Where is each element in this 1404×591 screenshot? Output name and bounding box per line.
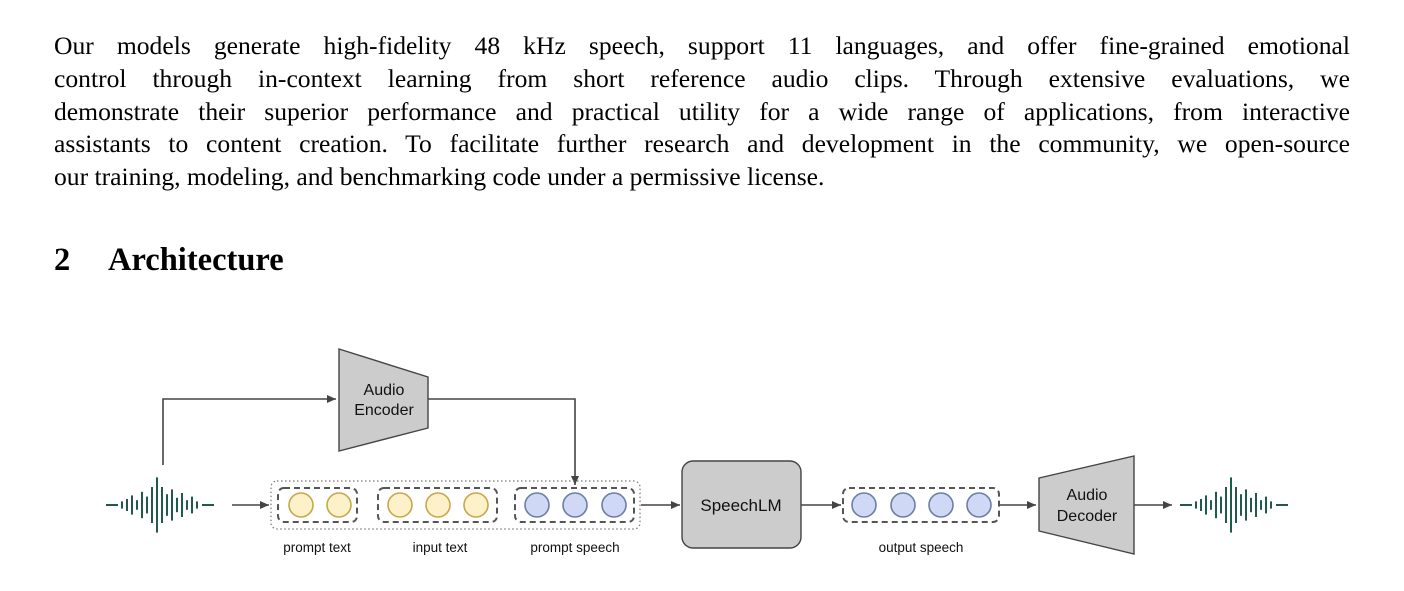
label-output-speech: output speech: [879, 540, 964, 555]
section-number: 2: [54, 242, 71, 278]
speech-token: [524, 492, 550, 518]
arrow-encoder-to-prompt-speech: [428, 398, 579, 485]
text-token: [463, 492, 489, 518]
speech-token: [562, 492, 588, 518]
architecture-figure: Audio Encoder prompt text input text pro…: [0, 300, 1404, 591]
speech-token: [966, 492, 992, 518]
waveform-input-icon: [106, 477, 214, 533]
waveform-output-icon: [1180, 477, 1288, 533]
speech-token: [890, 492, 916, 518]
text-token: [387, 492, 413, 518]
output-speech-group: [842, 487, 1000, 523]
section-heading: 2 Architecture: [54, 240, 284, 280]
speech-token: [601, 492, 627, 518]
paragraph-line: assistants to content creation. To facil…: [54, 129, 1350, 159]
input-token-container: [270, 480, 641, 530]
text-token: [326, 492, 352, 518]
speechlm-block: SpeechLM: [681, 460, 802, 549]
paragraph-line: control through in-context learning from…: [54, 63, 1350, 93]
label-prompt-speech: prompt speech: [530, 540, 619, 555]
paragraph-line: our training, modeling, and benchmarking…: [54, 162, 825, 192]
audio-encoder-block: Audio Encoder: [338, 348, 429, 452]
paragraph-line: demonstrate their superior performance a…: [54, 96, 1350, 126]
decoder-label-line2: Decoder: [1057, 508, 1118, 525]
decoder-label-line1: Audio: [1067, 487, 1108, 504]
encoder-label-line1: Audio: [364, 382, 405, 399]
input-text-group: [377, 487, 498, 523]
audio-decoder-block: Audio Decoder: [1038, 455, 1135, 555]
paragraph-line: Our models generate high-fidelity 48 kHz…: [54, 31, 1350, 60]
speechlm-label: SpeechLM: [700, 496, 781, 515]
encoder-label-line2: Encoder: [354, 402, 414, 419]
speech-token: [928, 492, 954, 518]
prompt-text-group: [277, 487, 358, 523]
prompt-speech-group: [514, 487, 635, 523]
section-title: Architecture: [108, 242, 284, 278]
label-input-text: input text: [413, 540, 468, 555]
speech-token: [851, 492, 877, 518]
arrow-input-to-encoder: [162, 395, 336, 465]
text-token: [288, 492, 314, 518]
text-token: [425, 492, 451, 518]
label-prompt-text: prompt text: [283, 540, 351, 555]
abstract-paragraph: Our models generate high-fidelity 48 kHz…: [54, 30, 1350, 194]
